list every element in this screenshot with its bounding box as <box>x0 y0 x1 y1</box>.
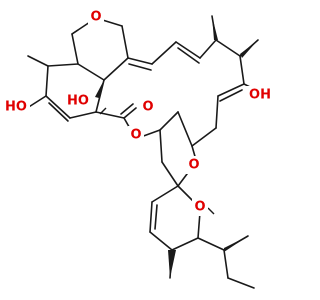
atom-label-o-pyran-2: O <box>194 200 205 215</box>
bond-network <box>23 15 269 289</box>
atom-label-oh-upper-right: OH <box>249 88 271 103</box>
atom-label-ho-upper-left: HO <box>5 100 27 115</box>
atom-label-o-ester: O <box>130 128 141 143</box>
atom-label-o-pyran-1: O <box>188 158 199 173</box>
molecule-structure: HO HO OH O O O O O <box>2 8 274 289</box>
atom-label-o-carbonyl: O <box>142 100 153 115</box>
atom-labels: HO HO OH O O O O O <box>2 8 274 216</box>
stereo-bonds <box>71 16 258 278</box>
atom-label-o-furan: O <box>90 10 101 25</box>
atom-label-ho-ring-junction: HO <box>67 94 89 109</box>
